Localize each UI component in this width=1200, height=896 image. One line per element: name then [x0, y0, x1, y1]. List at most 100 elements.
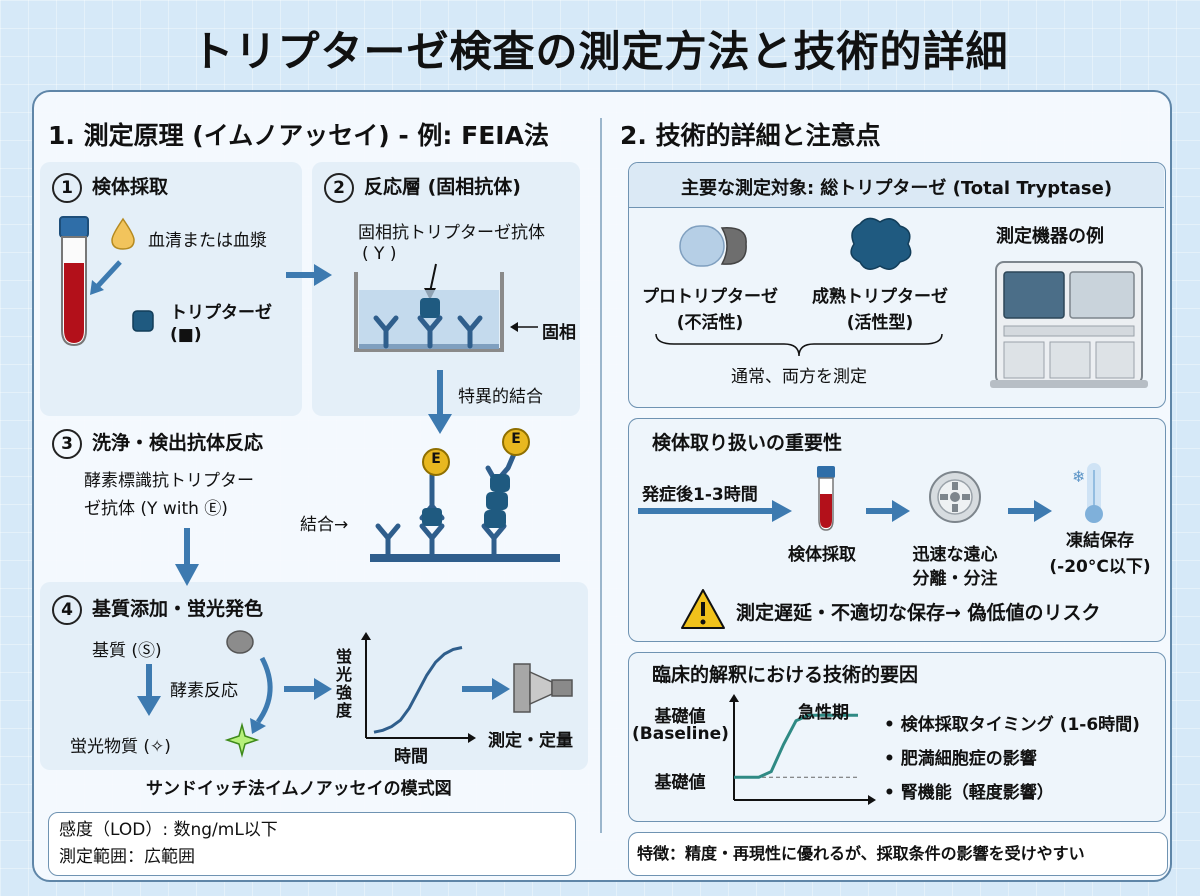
- arrow-to-detector-icon: [462, 678, 510, 700]
- clinical-panel: [628, 652, 1166, 822]
- target-title: 主要な測定対象: 総トリプターゼ (Total Tryptase): [680, 178, 1113, 199]
- instrument-label: 測定機器の例: [996, 226, 1104, 247]
- page-title: トリプターゼ検査の測定方法と技術的詳細: [191, 27, 1009, 76]
- solid-antibody-symbol: ( Y ): [362, 244, 397, 264]
- tryptase-symbol: (■): [170, 325, 202, 345]
- step3-title: 3 洗浄・検出抗体反応: [52, 428, 263, 459]
- step4-title-text: 基質添加・蛍光発色: [92, 598, 264, 620]
- protryptase-label: プロトリプターゼ: [642, 287, 778, 307]
- fluorescence-chart: [361, 632, 476, 743]
- step4-panel: [40, 582, 588, 770]
- protryptase-icon: [679, 225, 747, 267]
- freeze-label-1: 凍結保存: [1066, 531, 1134, 551]
- arrow-onset-icon: [638, 500, 792, 522]
- diagram-caption: サンドイッチ法イムノアッセイの模式図: [146, 779, 452, 799]
- step1-number: 1: [52, 173, 82, 203]
- centrifuge-label-2: 分離・分注: [912, 569, 998, 589]
- fluorescence-curve: [373, 646, 463, 734]
- clinical-title: 臨床的解釈における技術的要因: [652, 664, 919, 686]
- collect-label: 検体採取: [788, 545, 856, 565]
- solid-phase-label: 固相: [542, 323, 576, 343]
- serum-label: 血清または血漿: [148, 231, 267, 251]
- mature-tryptase-icon: [850, 217, 912, 270]
- enzyme-label-2: E: [511, 431, 521, 447]
- handling-title: 検体取り扱いの重要性: [652, 432, 843, 454]
- both-label: 通常、両方を測定: [731, 367, 867, 387]
- tryptase-label: トリプターゼ: [170, 303, 272, 323]
- solid-antibody-label: 固相抗トリプターゼ抗体: [358, 223, 545, 243]
- baseline-label-1: 基礎値: [654, 707, 706, 727]
- factor-2: • 肥満細胞症の影響: [884, 749, 1037, 769]
- step4-number: 4: [52, 595, 82, 625]
- arrow-centrifuge-icon: [1008, 500, 1052, 522]
- centrifuge-label-1: 迅速な遠心: [912, 545, 998, 565]
- analyzer-instrument-icon: [990, 261, 1148, 388]
- mature-tryptase-label: 成熟トリプターゼ: [812, 287, 948, 307]
- handling-panel: [628, 418, 1166, 642]
- right-section-title: 2. 技術的詳細と注意点: [620, 121, 881, 150]
- fluorescent-star-icon: [224, 722, 260, 758]
- clinical-chart: [729, 694, 876, 805]
- blood-tube-icon: [59, 216, 89, 347]
- step1-title: 1 検体採取: [52, 172, 168, 203]
- warning-text: 測定遅延・不適切な保存→ 偽低値のリスク: [736, 602, 1101, 624]
- fluorescence-y-label: 蛍光強度: [336, 647, 353, 720]
- detector-icon: [513, 663, 573, 713]
- arrow-curved-reaction-icon: [250, 656, 273, 734]
- enzyme-reaction-label: 酵素反応: [170, 681, 238, 701]
- sample-tube-icon: [817, 466, 835, 531]
- step2-title: 2 反応層 (固相抗体): [324, 172, 521, 203]
- factor-3: • 腎機能（軽度影響）: [884, 783, 1054, 803]
- step3-title-text: 洗浄・検出抗体反応: [92, 432, 264, 454]
- baseline-label-2: (Baseline): [632, 724, 729, 744]
- specific-binding-label: 特異的結合: [458, 387, 543, 407]
- substrate-icon: [226, 630, 254, 654]
- warning-icon: [681, 589, 725, 629]
- freezer-thermometer-icon: ❄: [1072, 463, 1103, 523]
- arrow-step1-step2-icon: [286, 264, 332, 286]
- baseline-label-3: 基礎値: [654, 773, 706, 793]
- tryptase-square-icon: [132, 310, 154, 332]
- factor-1: • 検体採取タイミング (1-6時間): [884, 715, 1140, 735]
- serum-drop-icon: [111, 217, 135, 250]
- arrow-to-tube-icon: [90, 260, 122, 295]
- enzyme-antibody-label-1: 酵素標識抗トリプター: [84, 471, 254, 491]
- arrow-to-chart-icon: [284, 678, 332, 700]
- step2-number: 2: [324, 173, 354, 203]
- fluorescence-x-label: 時間: [394, 747, 428, 767]
- mature-tryptase-sub: (活性型): [846, 313, 914, 333]
- arrow-collect-icon: [866, 500, 910, 522]
- both-brace-icon: [655, 333, 943, 357]
- centrifuge-icon: [929, 471, 981, 523]
- measure-label: 測定・定量: [488, 731, 573, 751]
- spec-line-1: 感度（LOD）: 数ng/mL以下: [59, 820, 278, 840]
- step3-number: 3: [52, 429, 82, 459]
- substrate-label: 基質 (Ⓢ): [92, 641, 162, 661]
- binding-label: 結合→: [300, 515, 349, 535]
- arrow-step3-step4-icon: [175, 528, 199, 586]
- arrow-specific-binding-icon: [428, 370, 452, 434]
- step2-title-text: 反応層 (固相抗体): [364, 176, 521, 198]
- enzyme-label-1: E: [431, 451, 441, 467]
- spec-line-2: 測定範囲：広範囲: [59, 847, 195, 867]
- feature-box: 特徴：精度・再現性に優れるが、採取条件の影響を受けやすい: [628, 832, 1168, 876]
- acute-label: 急性期: [798, 703, 849, 723]
- arrow-substrate-down-icon: [137, 664, 161, 716]
- onset-label: 発症後1-3時間: [642, 485, 758, 505]
- enzyme-antibody-label-2: ゼ抗体 (Y with Ⓔ): [84, 499, 228, 519]
- spec-box: 感度（LOD）: 数ng/mL以下 測定範囲：広範囲: [48, 812, 576, 876]
- left-section-title: 1. 測定原理 (イムノアッセイ) - 例: FEIA法: [48, 121, 549, 150]
- target-header: [629, 163, 1164, 208]
- column-divider: [600, 118, 602, 833]
- protryptase-sub: (不活性): [676, 313, 744, 333]
- tryptase-time-curve: [734, 713, 858, 779]
- step1-title-text: 検体採取: [92, 176, 169, 198]
- sandwich-complex-icon: [370, 428, 560, 562]
- solid-phase-pointer-icon: [510, 322, 538, 332]
- freeze-label-2: (-20°C以下): [1049, 557, 1151, 577]
- feature-text: 特徴：精度・再現性に優れるが、採取条件の影響を受けやすい: [637, 844, 1085, 863]
- reaction-well-icon: [354, 263, 504, 352]
- step4-title: 4 基質添加・蛍光発色: [52, 594, 263, 625]
- svg-text:❄: ❄: [1072, 467, 1085, 486]
- fluorescent-label: 蛍光物質 (✧): [70, 737, 171, 757]
